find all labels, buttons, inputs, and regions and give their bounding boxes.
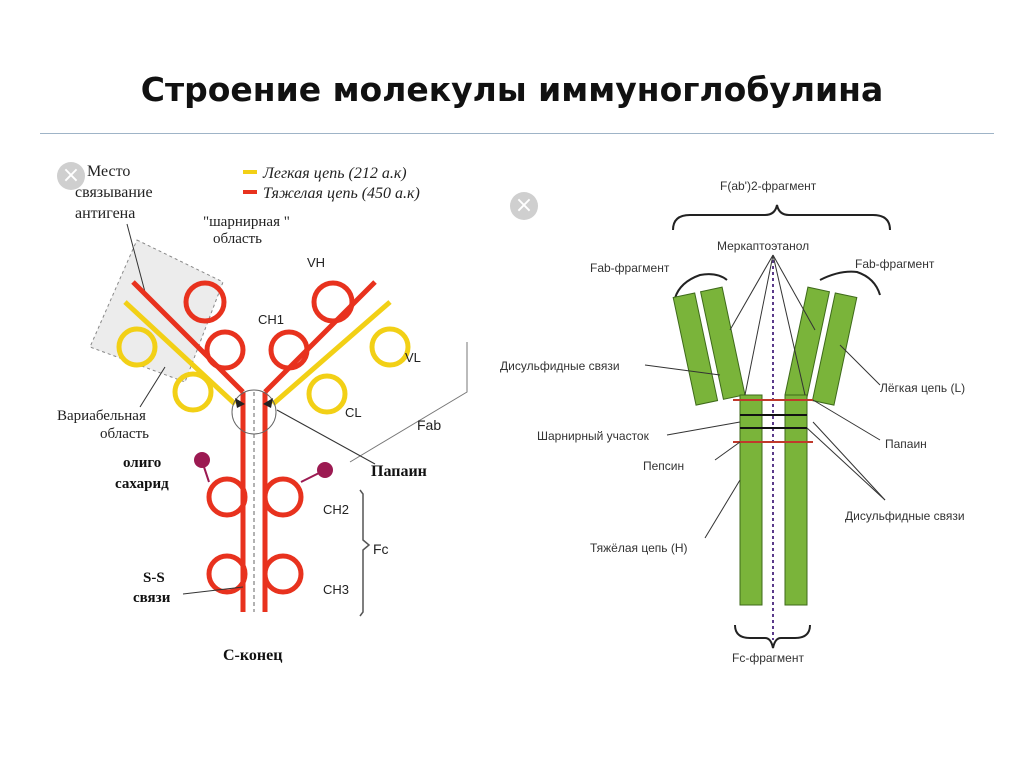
variable-region-label-1: Вариабельная (57, 408, 146, 424)
ss-bond-label-2: связи (133, 590, 171, 606)
heavy-chain-left-stem (739, 394, 763, 606)
oligosaccharide-label-2: сахарид (115, 476, 169, 492)
heavy-chain-label: Тяжёлая цепь (H) (590, 541, 688, 555)
oligosaccharide-left (194, 452, 210, 468)
hinge-label-1: "шарнирная " (203, 214, 290, 230)
fc-bracket (359, 489, 371, 617)
papain-label: Папаин (371, 463, 427, 480)
light-chain-right-block (811, 292, 858, 406)
ch3-label: CH3 (323, 582, 349, 597)
fc-bracket (734, 624, 811, 649)
c-end-label: С-конец (223, 647, 282, 664)
fc-fragment-label: Fc-фрагмент (732, 651, 804, 665)
disulfide-left-label: Дисульфидные связи (500, 359, 620, 373)
disulfide-right-label: Дисульфидные связи (845, 509, 965, 523)
papain-label: Папаин (885, 437, 927, 451)
ss-bond-label-1: S-S (143, 570, 165, 586)
antigen-site-label-3: антигена (75, 205, 135, 222)
legend-heavy-label: Тяжелая цепь (450 а.к) (263, 185, 420, 202)
heavy-chain-left-arm (131, 280, 245, 394)
hinge-label: Шарнирный участок (537, 429, 650, 443)
vh-right-loop (311, 280, 355, 324)
ch1-left-loop (204, 329, 246, 371)
vl-right-loop (369, 326, 411, 368)
heavy-chain-right-stem (784, 394, 808, 606)
ch2-left-loop (206, 476, 248, 518)
heavy-fab-left-block (699, 286, 746, 400)
oligosaccharide-right (317, 462, 333, 478)
vh-label: VH (307, 255, 325, 270)
hinge-label-2: область (213, 231, 262, 247)
ch1-right-loop (268, 329, 310, 371)
f-ab2-bracket (672, 204, 891, 231)
fc-label: Fc (373, 541, 389, 557)
ch3-left-loop (206, 553, 248, 595)
vl-left-loop (116, 326, 158, 368)
close-icon[interactable]: × (57, 162, 85, 190)
ch2-label: CH2 (323, 502, 349, 517)
ch2-right-loop (262, 476, 304, 518)
light-chain-left-block (672, 292, 719, 406)
cl-label: CL (345, 405, 362, 420)
antibody-svg: Легкая цепь (212 а.к) Тяжелая цепь (450 … (57, 163, 468, 664)
f-ab2-label: F(ab')2-фрагмент (720, 179, 817, 193)
oligosaccharide-label-1: олиго (123, 455, 161, 471)
light-chain-left (123, 300, 237, 406)
mercaptoethanol-label: Меркаптоэтанол (717, 239, 809, 253)
heavy-chain-right-arm (263, 280, 377, 394)
antigen-site-label-2: связывание (75, 184, 153, 201)
close-icon[interactable]: × (510, 192, 538, 220)
cl-right-loop (306, 373, 348, 415)
fab-left-label: Fab-фрагмент (590, 261, 670, 275)
fab-right-label: Fab-фрагмент (855, 257, 935, 271)
ch1-label: CH1 (258, 312, 284, 327)
antibody-structure-diagram: × Легкая цепь (212 а.к) Тяжелая цепь (45… (45, 142, 485, 707)
hinge-region-circle (231, 389, 277, 435)
slide-title: Строение молекулы иммуноглобулина (140, 70, 884, 109)
legend-light-label: Легкая цепь (212 а.к) (262, 165, 407, 182)
antibody-fragments-diagram: × F(ab')2-фрагмент Меркаптоэтанол Fab-фр… (495, 160, 995, 680)
vl-label: VL (405, 350, 421, 365)
title-divider (40, 133, 994, 134)
variable-region-label-2: область (100, 426, 149, 442)
fragments-svg: F(ab')2-фрагмент Меркаптоэтанол Fab-фраг… (500, 179, 965, 665)
antigen-site-label-1: Место (87, 163, 130, 180)
light-chain-right (271, 300, 392, 406)
vh-left-loop (183, 280, 227, 324)
pepsin-label: Пепсин (643, 459, 684, 473)
cl-left-loop (172, 371, 214, 413)
light-chain-label: Лёгкая цепь (L) (880, 381, 965, 395)
variable-region-box (89, 239, 224, 383)
fab-label: Fab (417, 417, 441, 433)
ch3-right-loop (262, 553, 304, 595)
